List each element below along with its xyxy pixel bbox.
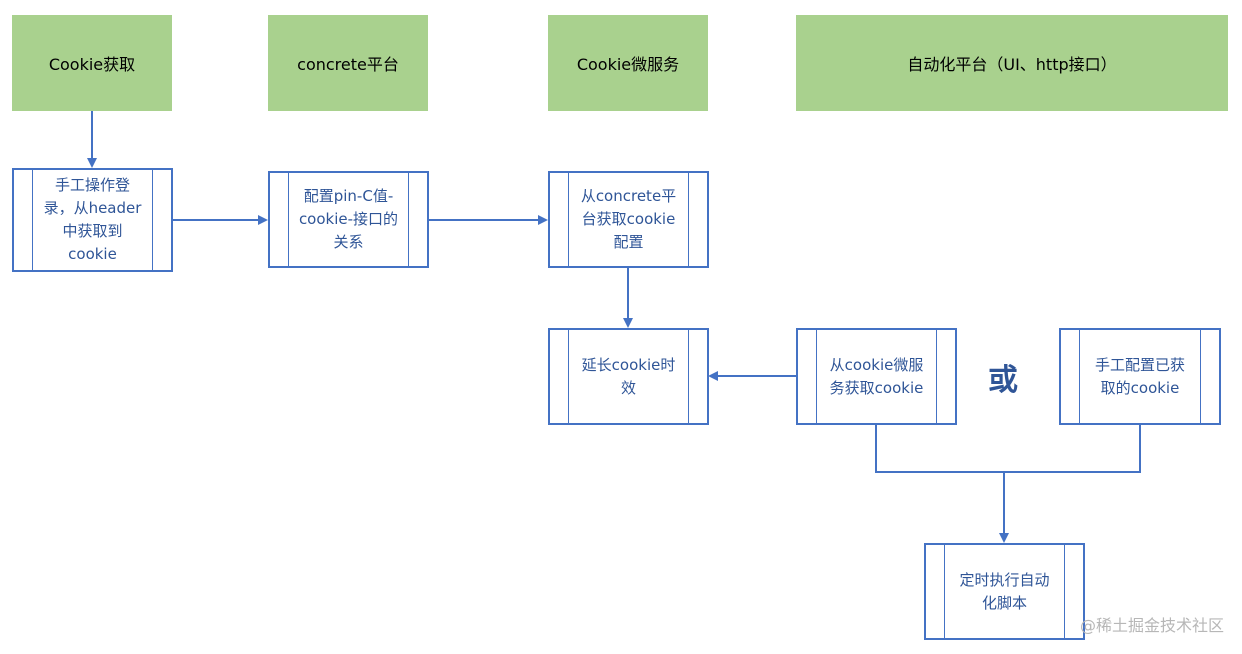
- or-label: 或: [988, 363, 1018, 398]
- step-label: 延长cookie时 效: [581, 355, 676, 397]
- step-label: 从concrete平 台获取cookie 配置: [580, 187, 677, 251]
- step-extend-cookie: 延长cookie时 效: [548, 328, 709, 425]
- step-label: 手工操作登 录，从header 中获取到 cookie: [43, 176, 142, 263]
- watermark: @稀土掘金技术社区: [1079, 616, 1224, 635]
- header-cookie-microservice: Cookie微服务: [548, 15, 708, 111]
- step-config-relation: 配置pin-C值- cookie-接口的 关系: [268, 171, 429, 268]
- header-cookie-acquire: Cookie获取: [12, 15, 172, 111]
- step-fetch-from-concrete: 从concrete平 台获取cookie 配置: [548, 171, 709, 268]
- header-label: Cookie获取: [48, 55, 136, 74]
- header-label: concrete平台: [297, 55, 399, 74]
- connector-service-merge: [875, 425, 1004, 473]
- step-fetch-from-service: 从cookie微服 务获取cookie: [796, 328, 957, 425]
- header-label: Cookie微服务: [576, 55, 680, 74]
- step-manual-config: 手工配置已获 取的cookie: [1059, 328, 1221, 425]
- header-automation-platform: 自动化平台（UI、http接口）: [796, 15, 1228, 111]
- header-concrete-platform: concrete平台: [268, 15, 428, 111]
- step-label: 定时执行自动 化脚本: [959, 570, 1050, 612]
- step-label: 手工配置已获 取的cookie: [1094, 355, 1185, 397]
- step-manual-login: 手工操作登 录，从header 中获取到 cookie: [12, 168, 173, 272]
- step-scheduled-script: 定时执行自动 化脚本: [924, 543, 1085, 640]
- connector-manual-merge: [1004, 425, 1141, 473]
- step-label: 从cookie微服 务获取cookie: [829, 355, 924, 397]
- step-label: 配置pin-C值- cookie-接口的 关系: [298, 187, 399, 251]
- header-label: 自动化平台（UI、http接口）: [907, 55, 1117, 74]
